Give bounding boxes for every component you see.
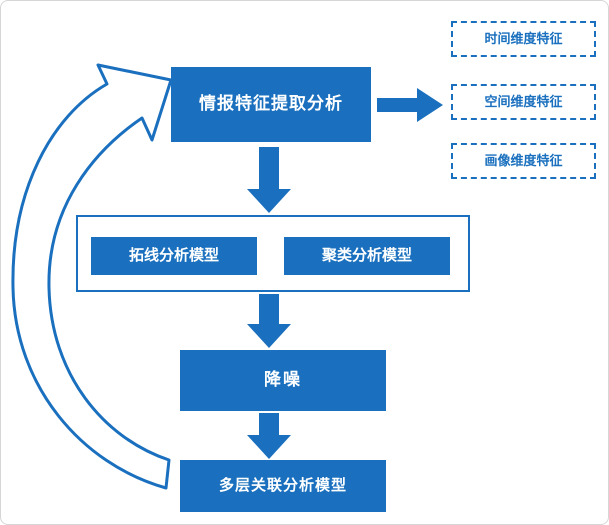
node-extraction: 情报特征提取分析 — [171, 67, 371, 142]
node-feature-space: 空间维度特征 — [451, 84, 596, 120]
node-model-line-expansion: 拓线分析模型 — [91, 237, 257, 275]
feedback-loop-arrow-icon — [11, 63, 173, 490]
node-multilayer-analysis: 多层关联分析模型 — [180, 460, 386, 512]
arrow-down-icon — [247, 413, 291, 459]
arrow-right-icon — [377, 88, 443, 122]
node-model-cluster: 聚类分析模型 — [284, 237, 450, 275]
node-feature-portrait: 画像维度特征 — [451, 143, 596, 179]
node-feature-time: 时间维度特征 — [451, 21, 596, 57]
arrow-down-icon — [247, 294, 291, 348]
node-denoise: 降噪 — [180, 350, 386, 411]
arrow-down-icon — [247, 147, 291, 213]
